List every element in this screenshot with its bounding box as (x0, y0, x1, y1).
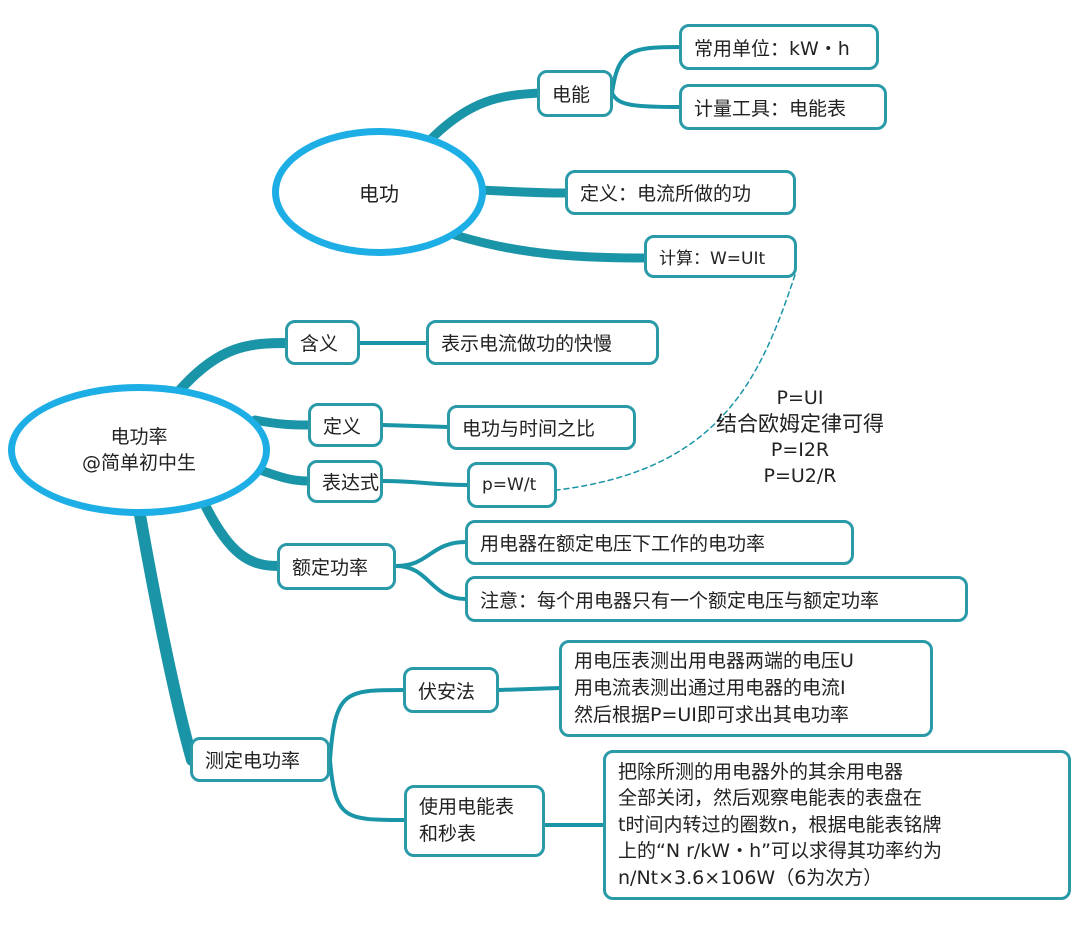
node-unit[interactable]: 常用单位：kW・h (679, 24, 879, 70)
branch-work-energy (425, 88, 545, 145)
branch-power-definition (250, 415, 314, 430)
node-meter[interactable]: 使用电能表 和秒表 (404, 785, 545, 857)
node-rated-power[interactable]: 额定功率 (277, 543, 396, 590)
node-label: 额定功率 (292, 557, 369, 579)
node-label: 定义 (323, 415, 362, 438)
node-meaning[interactable]: 含义 (285, 320, 360, 365)
branch-power-rated (200, 500, 283, 571)
branch-energy-sub (610, 45, 682, 109)
line-definition (381, 423, 450, 429)
node-meter-value[interactable]: 把除所测的用电器外的其余用电器 全部关闭，然后观察电能表的表盘在 t时间内转过的… (603, 750, 1071, 900)
node-label: 把除所测的用电器外的其余用电器 全部关闭，然后观察电能表的表盘在 t时间内转过的… (618, 760, 942, 889)
node-label: 用电器在额定电压下工作的电功率 (480, 533, 766, 555)
node-label: 使用电能表 和秒表 (419, 796, 515, 845)
branch-power-measure (134, 509, 198, 766)
node-rated-item[interactable]: 用电器在额定电压下工作的电功率 (465, 520, 854, 565)
node-energy[interactable]: 电能 (537, 70, 613, 117)
branch-work-definition (475, 185, 571, 198)
node-meaning-value[interactable]: 表示电流做功的快慢 (426, 320, 659, 365)
node-label: 电功 (359, 181, 399, 206)
node-label: 电能 (552, 84, 591, 106)
line-voltammeter (497, 686, 562, 692)
node-label: 含义 (300, 333, 339, 355)
node-voltammeter[interactable]: 伏安法 (403, 667, 499, 713)
node-electric-power[interactable]: 电功率 @简单初中生 (8, 384, 270, 516)
node-label: 测定电功率 (205, 750, 301, 772)
branch-work-calc (450, 230, 650, 263)
line-expression (381, 479, 470, 487)
node-label: 电功率 (110, 426, 168, 448)
branch-power-expression (255, 465, 313, 486)
node-label: 计算：W=UIt (659, 249, 766, 269)
node-subtitle: @简单初中生 (81, 452, 196, 474)
node-power-definition[interactable]: 定义 (308, 403, 383, 447)
branch-power-meaning (175, 338, 292, 395)
node-label: 表达式 (322, 472, 380, 494)
note-line: P=UI (776, 387, 824, 409)
node-rated-item[interactable]: 注意：每个用电器只有一个额定电压与额定功率 (465, 576, 968, 622)
node-label: p=W/t (482, 475, 537, 495)
formula-note: P=UI 结合欧姆定律可得 P=I2R P=U2/R (690, 385, 910, 489)
note-line: P=U2/R (763, 465, 837, 487)
node-tool[interactable]: 计量工具：电能表 (679, 84, 887, 130)
node-label: 计量工具：电能表 (694, 97, 847, 120)
node-expression-value[interactable]: p=W/t (467, 462, 557, 508)
node-work-calc[interactable]: 计算：W=UIt (644, 235, 797, 278)
line-measure (328, 688, 407, 822)
note-line: P=I2R (770, 439, 830, 461)
node-label: 表示电流做功的快慢 (441, 333, 613, 355)
node-label: 注意：每个用电器只有一个额定电压与额定功率 (480, 589, 880, 612)
node-measure[interactable]: 测定电功率 (190, 737, 330, 782)
dashed-link (556, 274, 796, 491)
node-label: 定义：电流所做的功 (580, 183, 752, 205)
line-rated (394, 540, 468, 601)
note-line: 结合欧姆定律可得 (716, 412, 884, 436)
node-label: 常用单位：kW・h (694, 37, 850, 60)
node-electric-work[interactable]: 电功 (272, 128, 486, 256)
node-work-definition[interactable]: 定义：电流所做的功 (565, 170, 796, 215)
node-label: 电功与时间之比 (462, 418, 596, 440)
node-voltammeter-value[interactable]: 用电压表测出用电器两端的电压U 用电流表测出通过用电器的电流I 然后根据P=UI… (559, 640, 933, 737)
node-label: 伏安法 (418, 680, 476, 703)
node-expression[interactable]: 表达式 (307, 460, 383, 503)
node-power-definition-value[interactable]: 电功与时间之比 (447, 405, 636, 450)
node-label: 用电压表测出用电器两端的电压U 用电流表测出通过用电器的电流I 然后根据P=UI… (574, 650, 854, 726)
